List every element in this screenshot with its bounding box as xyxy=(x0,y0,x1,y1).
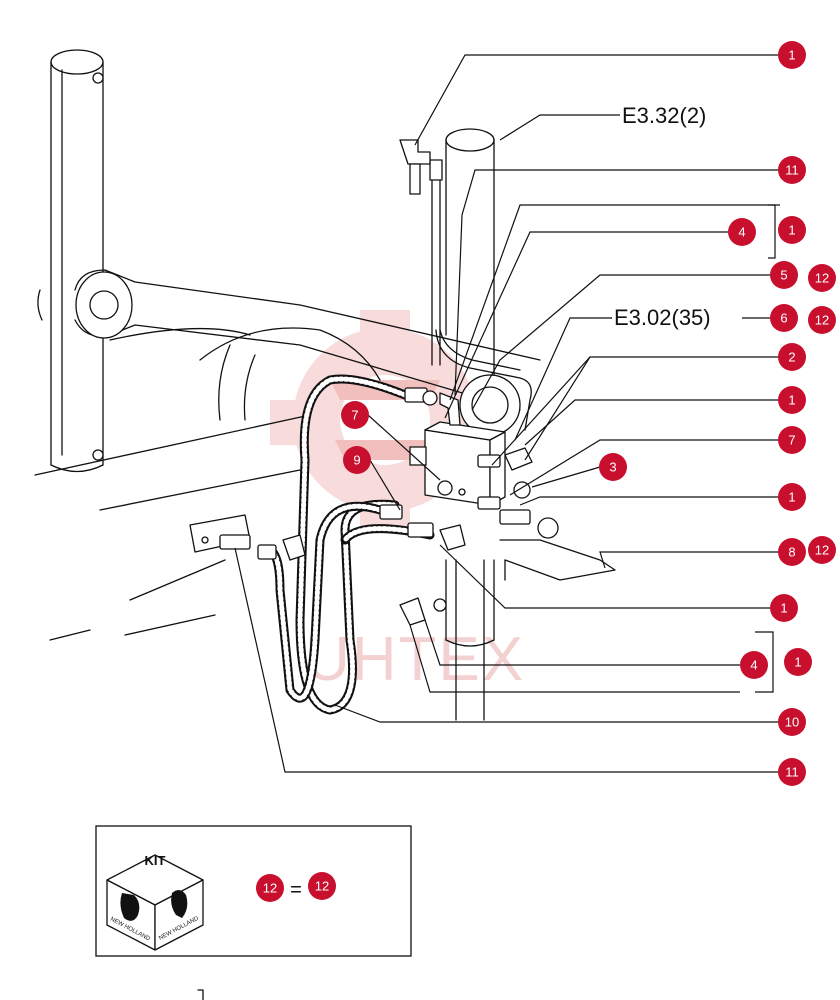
svg-text:12: 12 xyxy=(315,879,329,894)
leader-lines xyxy=(234,54,780,773)
callout-4-upper: 4 xyxy=(728,218,756,246)
kit-legend: NEW HOLLAND NEW HOLLAND KIT 12 = 12 xyxy=(95,825,412,957)
callout-12-a: 12 xyxy=(808,264,836,292)
callout-2: 2 xyxy=(778,343,806,371)
svg-text:6: 6 xyxy=(780,311,787,326)
callout-9: 9 xyxy=(343,446,371,474)
svg-text:1: 1 xyxy=(788,490,795,505)
callout-1-top: 1 xyxy=(778,41,806,69)
svg-text:1: 1 xyxy=(794,655,801,670)
svg-text:4: 4 xyxy=(750,658,757,673)
svg-text:9: 9 xyxy=(353,453,360,468)
callout-11-bottom: 11 xyxy=(778,758,806,786)
svg-text:10: 10 xyxy=(785,715,799,730)
svg-text:12: 12 xyxy=(263,881,277,896)
callout-1-d: 1 xyxy=(778,483,806,511)
svg-text:11: 11 xyxy=(785,163,799,178)
svg-text:7: 7 xyxy=(788,433,795,448)
svg-text:7: 7 xyxy=(351,408,358,423)
callout-7-left: 7 xyxy=(341,401,369,429)
svg-text:2: 2 xyxy=(788,350,795,365)
callout-1-lower-bracket: 1 xyxy=(784,648,812,676)
callout-6: 6 xyxy=(770,304,798,332)
svg-text:12: 12 xyxy=(815,313,829,328)
valve-block xyxy=(409,421,506,506)
svg-text:1: 1 xyxy=(780,601,787,616)
svg-text:11: 11 xyxy=(785,765,799,780)
ref-e3-02: E3.02(35) xyxy=(614,305,711,330)
callout-12-b: 12 xyxy=(808,306,836,334)
callout-1-e: 1 xyxy=(770,594,798,622)
svg-text:12: 12 xyxy=(815,543,829,558)
kit-callout-left: 12 xyxy=(256,874,284,902)
callout-3: 3 xyxy=(599,453,627,481)
kit-label: KIT xyxy=(145,853,166,868)
svg-text:4: 4 xyxy=(738,225,745,240)
callout-5: 5 xyxy=(770,261,798,289)
kit-callout-right: 12 xyxy=(308,872,336,900)
callout-1-c: 1 xyxy=(778,386,806,414)
ref-e3-32: E3.32(2) xyxy=(622,103,706,128)
svg-text:1: 1 xyxy=(788,223,795,238)
callout-8: 8 xyxy=(778,538,806,566)
watermark-text: UHTEX xyxy=(305,625,525,694)
kit-cube-icon: NEW HOLLAND NEW HOLLAND xyxy=(106,854,204,951)
machine-frame xyxy=(34,49,616,721)
svg-text:8: 8 xyxy=(788,545,795,560)
callout-12-c: 12 xyxy=(808,536,836,564)
callout-11-top: 11 xyxy=(778,156,806,184)
kit-equals: = xyxy=(290,879,302,901)
callout-4-lower: 4 xyxy=(740,651,768,679)
page-mark xyxy=(197,989,204,1000)
svg-text:3: 3 xyxy=(609,460,616,475)
svg-text:12: 12 xyxy=(815,271,829,286)
svg-text:5: 5 xyxy=(780,268,787,283)
svg-text:1: 1 xyxy=(788,393,795,408)
svg-text:1: 1 xyxy=(788,48,795,63)
callout-10: 10 xyxy=(778,708,806,736)
callout-7-right: 7 xyxy=(778,426,806,454)
callout-1-upper-bracket: 1 xyxy=(778,216,806,244)
